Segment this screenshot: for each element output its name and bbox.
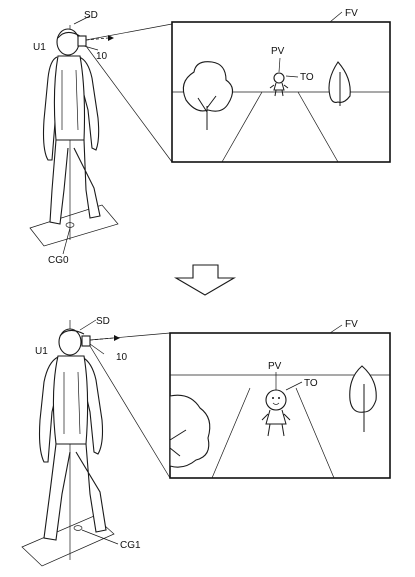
user-figure-bottom — [38, 328, 107, 541]
center-of-gravity-bottom — [73, 525, 83, 531]
label-fv-bottom: FV — [345, 319, 358, 330]
tree-right-bottom — [349, 365, 377, 432]
road-left-top — [221, 91, 263, 163]
label-fv-top: FV — [345, 8, 358, 19]
user-figure-top — [42, 28, 101, 225]
label-to-bottom: TO — [304, 378, 318, 389]
fov-line-top-lower — [85, 45, 173, 163]
label-user-top: U1 — [33, 42, 46, 53]
panel-bottom: SD 10 U1 FV PV TO CG1 — [21, 316, 391, 567]
fov-line-top-upper — [85, 23, 173, 41]
panel-top: SD 10 U1 FV PV TO CG0 — [29, 8, 391, 266]
label-cg-bottom: CG1 — [120, 540, 141, 551]
road-left-bottom — [211, 387, 251, 479]
label-sd-bottom: SD — [96, 316, 110, 327]
virtual-character-top — [269, 57, 299, 97]
cg-leader-top — [62, 227, 71, 255]
label-pv-bottom: PV — [268, 361, 282, 372]
road-right-bottom — [295, 387, 335, 479]
fov-line-bottom-lower — [89, 345, 171, 479]
fv-leader-top — [329, 11, 343, 23]
label-device-top: 10 — [96, 51, 108, 62]
label-to-top: TO — [300, 72, 314, 83]
virtual-character-bottom — [261, 372, 303, 437]
fv-leader-bottom — [329, 324, 343, 334]
tree-left-bottom — [169, 394, 211, 468]
label-device-bottom: 10 — [116, 352, 128, 363]
floor-mat-top — [29, 204, 119, 247]
label-user-bottom: U1 — [35, 346, 48, 357]
cg-leader-bottom — [81, 529, 119, 545]
label-sd-top: SD — [84, 10, 98, 21]
tree-right-top — [328, 61, 351, 106]
road-right-top — [297, 91, 339, 163]
label-pv-top: PV — [271, 46, 285, 57]
fov-line-bottom-upper — [89, 332, 171, 341]
transition-arrow — [173, 264, 237, 296]
hmd-device-top — [57, 15, 114, 51]
tree-left-top — [182, 61, 234, 130]
label-cg-top: CG0 — [48, 255, 69, 266]
